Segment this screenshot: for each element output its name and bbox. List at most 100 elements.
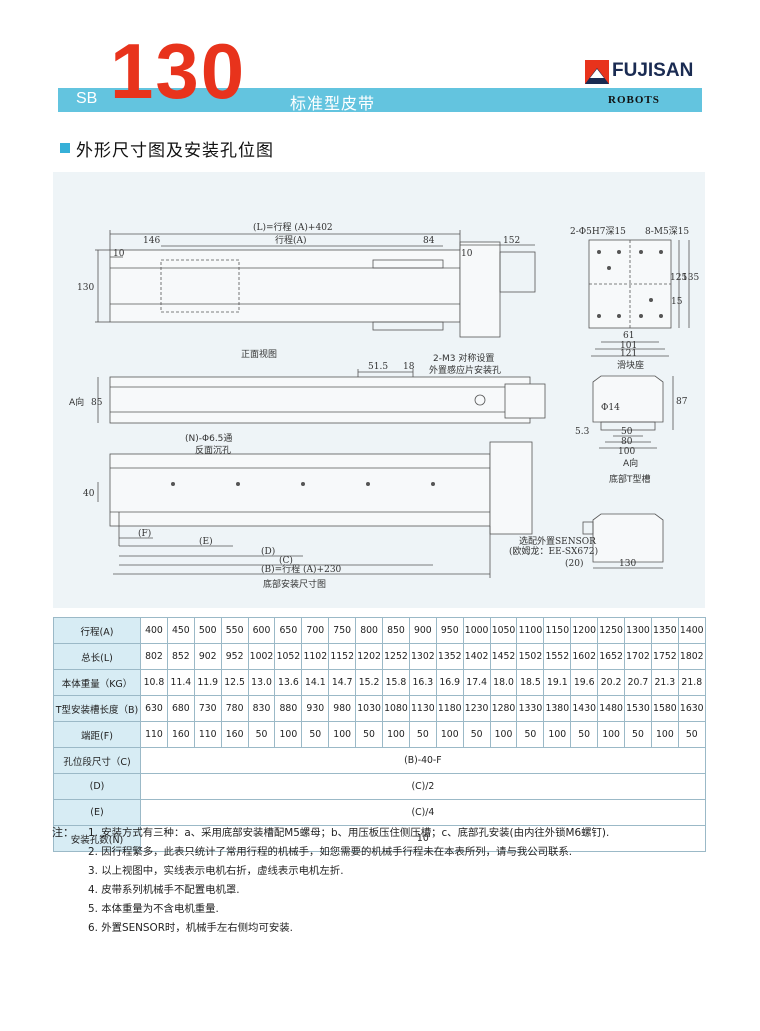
note-1: 1. 安装方式有三种：a、采用底部安装槽配M5螺母；b、用压板压住侧压槽；c、底… xyxy=(88,827,610,839)
slider-hole-note-2: 8-M5深15 xyxy=(645,226,689,237)
table-cell: 750 xyxy=(328,617,357,644)
dim-121: 121 xyxy=(620,349,637,359)
dim-152: 152 xyxy=(503,236,520,246)
table-cell: 400 xyxy=(140,617,168,644)
table-cell: 1350 xyxy=(650,617,679,644)
row-label: 孔位段尺寸（C) xyxy=(53,747,141,774)
table-cell: 15.8 xyxy=(382,669,410,696)
table-cell: 21.8 xyxy=(677,669,706,696)
table-cell: 780 xyxy=(220,695,249,722)
table-cell: 902 xyxy=(193,643,222,670)
dim-10-right: 10 xyxy=(461,249,473,259)
table-cell: 15.2 xyxy=(355,669,384,696)
dim-51-5: 51.5 xyxy=(368,362,388,372)
model-subtitle: 标准型皮带 xyxy=(290,94,376,113)
table-cell: 1430 xyxy=(570,695,599,722)
dim-80: 80 xyxy=(621,437,633,447)
table-cell: 1130 xyxy=(408,695,437,722)
note-3: 3. 以上视图中，实线表示电机右折，虚线表示电机左折. xyxy=(88,865,344,877)
note-4: 4. 皮带系列机械手不配置电机罩. xyxy=(88,884,240,896)
table-cell: 1452 xyxy=(489,643,518,670)
dim-15: 15 xyxy=(671,297,683,307)
table-cell: 11.9 xyxy=(193,669,222,696)
table-cell: 880 xyxy=(274,695,303,722)
table-cell: 1502 xyxy=(516,643,545,670)
table-cell: 1200 xyxy=(570,617,599,644)
table-cell: 50 xyxy=(408,721,437,748)
table-cell: 1802 xyxy=(677,643,706,670)
table-cell: 20.7 xyxy=(624,669,652,696)
dim-50: 50 xyxy=(621,427,633,437)
table-cell: 1602 xyxy=(570,643,599,670)
table-cell: 550 xyxy=(220,617,249,644)
table-cell: 12.5 xyxy=(220,669,249,696)
table-cell: 1702 xyxy=(624,643,652,670)
merged-cell: 10 xyxy=(140,825,706,852)
table-cell: 1000 xyxy=(462,617,491,644)
table-cell: 14.7 xyxy=(328,669,357,696)
table-cell: 16.9 xyxy=(435,669,464,696)
sensor-note-1: 选配外置SENSOR xyxy=(519,535,596,547)
model-number: 130 xyxy=(110,27,247,115)
table-cell: 730 xyxy=(193,695,222,722)
table-cell: 1150 xyxy=(543,617,572,644)
table-cell: 500 xyxy=(193,617,222,644)
slider-hole-note-1: 2-Φ5H7深15 xyxy=(570,226,626,237)
header-bar xyxy=(58,88,702,112)
row-label: (E) xyxy=(53,799,141,826)
tslot-profile xyxy=(592,513,664,563)
merged-cell: (B)-40-F xyxy=(140,747,706,774)
dim-125: 125 xyxy=(670,273,687,283)
dim-135: 135 xyxy=(682,273,699,283)
table-cell: 1580 xyxy=(650,695,679,722)
dim-phi14: Φ14 xyxy=(601,403,620,413)
table-cell: 802 xyxy=(140,643,168,670)
table-cell: 650 xyxy=(274,617,303,644)
slider-caption: 滑块座 xyxy=(617,359,644,371)
table-cell: 630 xyxy=(140,695,168,722)
table-cell: 1202 xyxy=(355,643,384,670)
table-cell: 10.8 xyxy=(140,669,168,696)
table-cell: 19.6 xyxy=(570,669,599,696)
table-cell: 980 xyxy=(328,695,357,722)
table-cell: 100 xyxy=(435,721,464,748)
row-label: 本体重量（KG） xyxy=(53,669,141,696)
drawing-panel: (L)=行程 (A)+402 行程(A) 146 84 152 10 10 13… xyxy=(53,172,705,608)
a-direction-label: A向 xyxy=(69,396,84,408)
row-label: T型安装槽长度（B) xyxy=(53,695,141,722)
table-cell: 110 xyxy=(193,721,222,748)
dim-b: (B)=行程 (A)+230 xyxy=(261,563,342,575)
dim-146: 146 xyxy=(143,236,160,246)
table-cell: 830 xyxy=(247,695,276,722)
table-cell: 100 xyxy=(489,721,518,748)
table-cell: 600 xyxy=(247,617,276,644)
table-cell: 100 xyxy=(382,721,410,748)
hole-note-line1: (N)-Φ6.5通 xyxy=(185,433,232,444)
table-cell: 100 xyxy=(597,721,626,748)
table-cell: 680 xyxy=(166,695,195,722)
table-cell: 1630 xyxy=(677,695,706,722)
table-cell: 21.3 xyxy=(650,669,679,696)
dim-101: 101 xyxy=(620,341,637,351)
dim-85: 85 xyxy=(91,398,103,408)
note-5: 5. 本体重量为不含电机重量. xyxy=(88,903,219,915)
table-row: (D)(C)/2 xyxy=(53,773,706,800)
table-cell: 18.5 xyxy=(516,669,545,696)
brand-name: FUJISAN xyxy=(612,60,694,81)
note-2: 2. 因行程繁多，此表只统计了常用行程的机械手，如您需要的机械手行程未在本表所列… xyxy=(88,846,573,858)
table-cell: 930 xyxy=(301,695,330,722)
section-bullet xyxy=(60,143,70,153)
bottom-view-body xyxy=(109,453,491,527)
row-label: 行程(A) xyxy=(53,617,141,644)
front-view-body xyxy=(109,249,461,323)
dim-100: 100 xyxy=(618,447,635,457)
table-cell: 50 xyxy=(247,721,276,748)
row-label: 端距(F) xyxy=(53,721,141,748)
table-cell: 1230 xyxy=(462,695,491,722)
dim-total-length: (L)=行程 (A)+402 xyxy=(253,221,333,233)
table-cell: 1152 xyxy=(328,643,357,670)
